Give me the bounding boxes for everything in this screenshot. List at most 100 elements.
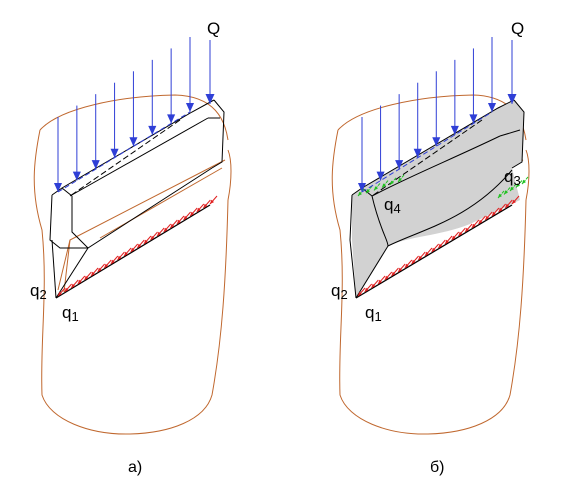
- arrow-head: [53, 183, 63, 192]
- green-arrow: [357, 188, 365, 197]
- arrow-head: [469, 114, 478, 124]
- arrow-head: [398, 177, 402, 182]
- arrow-head: [196, 207, 201, 212]
- arrow-head: [478, 219, 483, 224]
- green-arrow: [381, 180, 389, 188]
- arrow-head: [371, 283, 376, 288]
- arrow-head: [512, 199, 516, 204]
- label-q1-a: q1: [62, 303, 79, 324]
- arrow-head: [210, 199, 214, 204]
- arrow-head: [71, 283, 76, 288]
- arrow-head: [465, 227, 470, 232]
- arrow-head: [413, 148, 422, 158]
- arrow-head: [505, 203, 510, 208]
- arrow-head: [364, 287, 369, 292]
- green-arrow: [389, 177, 397, 186]
- green-arrow: [397, 174, 405, 183]
- arrow-head: [176, 219, 181, 224]
- arrow-head: [163, 227, 168, 232]
- arrow-head: [130, 247, 135, 252]
- load-q1-arrows: [357, 195, 520, 297]
- arrow-head: [374, 186, 378, 191]
- arrow-head: [150, 235, 155, 240]
- arrow-head: [522, 179, 526, 184]
- arrow-head: [431, 247, 436, 252]
- arrow-head: [170, 223, 175, 228]
- arrow-head: [504, 190, 508, 195]
- arrow-head: [358, 191, 362, 196]
- arrow-head: [97, 267, 102, 272]
- green-arrow: [497, 190, 505, 199]
- label-q3-b: q3: [504, 167, 521, 188]
- arrow-head: [91, 271, 96, 276]
- arrow-head: [510, 186, 514, 191]
- arrow-head: [432, 137, 441, 147]
- arrow-head: [382, 183, 386, 188]
- arrow-head: [110, 259, 115, 264]
- label-q2-b: q2: [331, 281, 348, 302]
- arrow-head: [411, 259, 416, 264]
- arrow-head: [418, 255, 423, 260]
- label-q1-b: q1: [365, 303, 382, 324]
- arrow-head: [471, 223, 476, 228]
- label-q2-a: q2: [30, 281, 47, 302]
- Q-baseline: [361, 111, 493, 193]
- arrow-head: [451, 235, 456, 240]
- arrow-head: [498, 207, 503, 212]
- arrow-head: [110, 148, 119, 158]
- arrow-head: [404, 263, 409, 268]
- arrow-head: [137, 243, 142, 248]
- arrow-head: [458, 231, 463, 236]
- arrow-head: [91, 160, 100, 170]
- panel-a: Q q2 q1 а): [30, 19, 232, 476]
- arrow-head: [487, 103, 497, 112]
- arrow-head: [395, 160, 404, 170]
- arrow-head: [390, 180, 394, 185]
- arrow-head: [129, 137, 138, 147]
- green-arrow: [521, 176, 529, 185]
- arrow-head: [148, 125, 157, 135]
- tooth-fill: [352, 100, 524, 298]
- arrow-head: [124, 251, 129, 256]
- arrow-head: [378, 279, 383, 284]
- arrow-head: [143, 239, 148, 244]
- arrow-head: [64, 287, 69, 292]
- green-arrow: [365, 185, 373, 194]
- arrow-head: [424, 251, 429, 256]
- arrow-head: [491, 211, 496, 216]
- arrow-head: [72, 171, 81, 181]
- arrow-head: [357, 183, 367, 192]
- arrow-head: [77, 279, 82, 284]
- arrow-head: [104, 263, 109, 268]
- tooth-outline: [49, 99, 225, 299]
- load-Q-arrows: [53, 37, 215, 193]
- arrow-head: [516, 183, 520, 188]
- arrow-head: [445, 239, 450, 244]
- arrow-head: [185, 103, 195, 112]
- panel-b: Q q2 q1 q3 q4 б): [331, 19, 530, 476]
- arrow-head: [84, 275, 89, 280]
- arrow-head: [438, 243, 443, 248]
- caption-b: б): [430, 459, 445, 476]
- arrow-head: [183, 215, 188, 220]
- arrow-head: [485, 215, 490, 220]
- tooth-outline: [349, 99, 525, 299]
- load-Q-arrows: [357, 37, 517, 193]
- arrow-head: [366, 188, 370, 194]
- load-q1-arrows: [57, 195, 218, 297]
- green-arrow: [503, 187, 511, 195]
- arrow-head: [450, 125, 459, 135]
- green-arrow: [373, 183, 381, 191]
- arrow-head: [398, 267, 403, 272]
- arrow-head: [507, 94, 517, 104]
- green-arrow: [509, 183, 517, 192]
- arrow-head: [384, 275, 389, 280]
- arrow-head: [358, 291, 362, 296]
- arrow-head: [157, 231, 162, 236]
- arrow-head: [117, 255, 122, 260]
- arrow-head: [498, 193, 502, 198]
- arrow-head: [190, 211, 195, 216]
- green-arrow: [515, 180, 523, 188]
- Q-baseline: [57, 111, 191, 193]
